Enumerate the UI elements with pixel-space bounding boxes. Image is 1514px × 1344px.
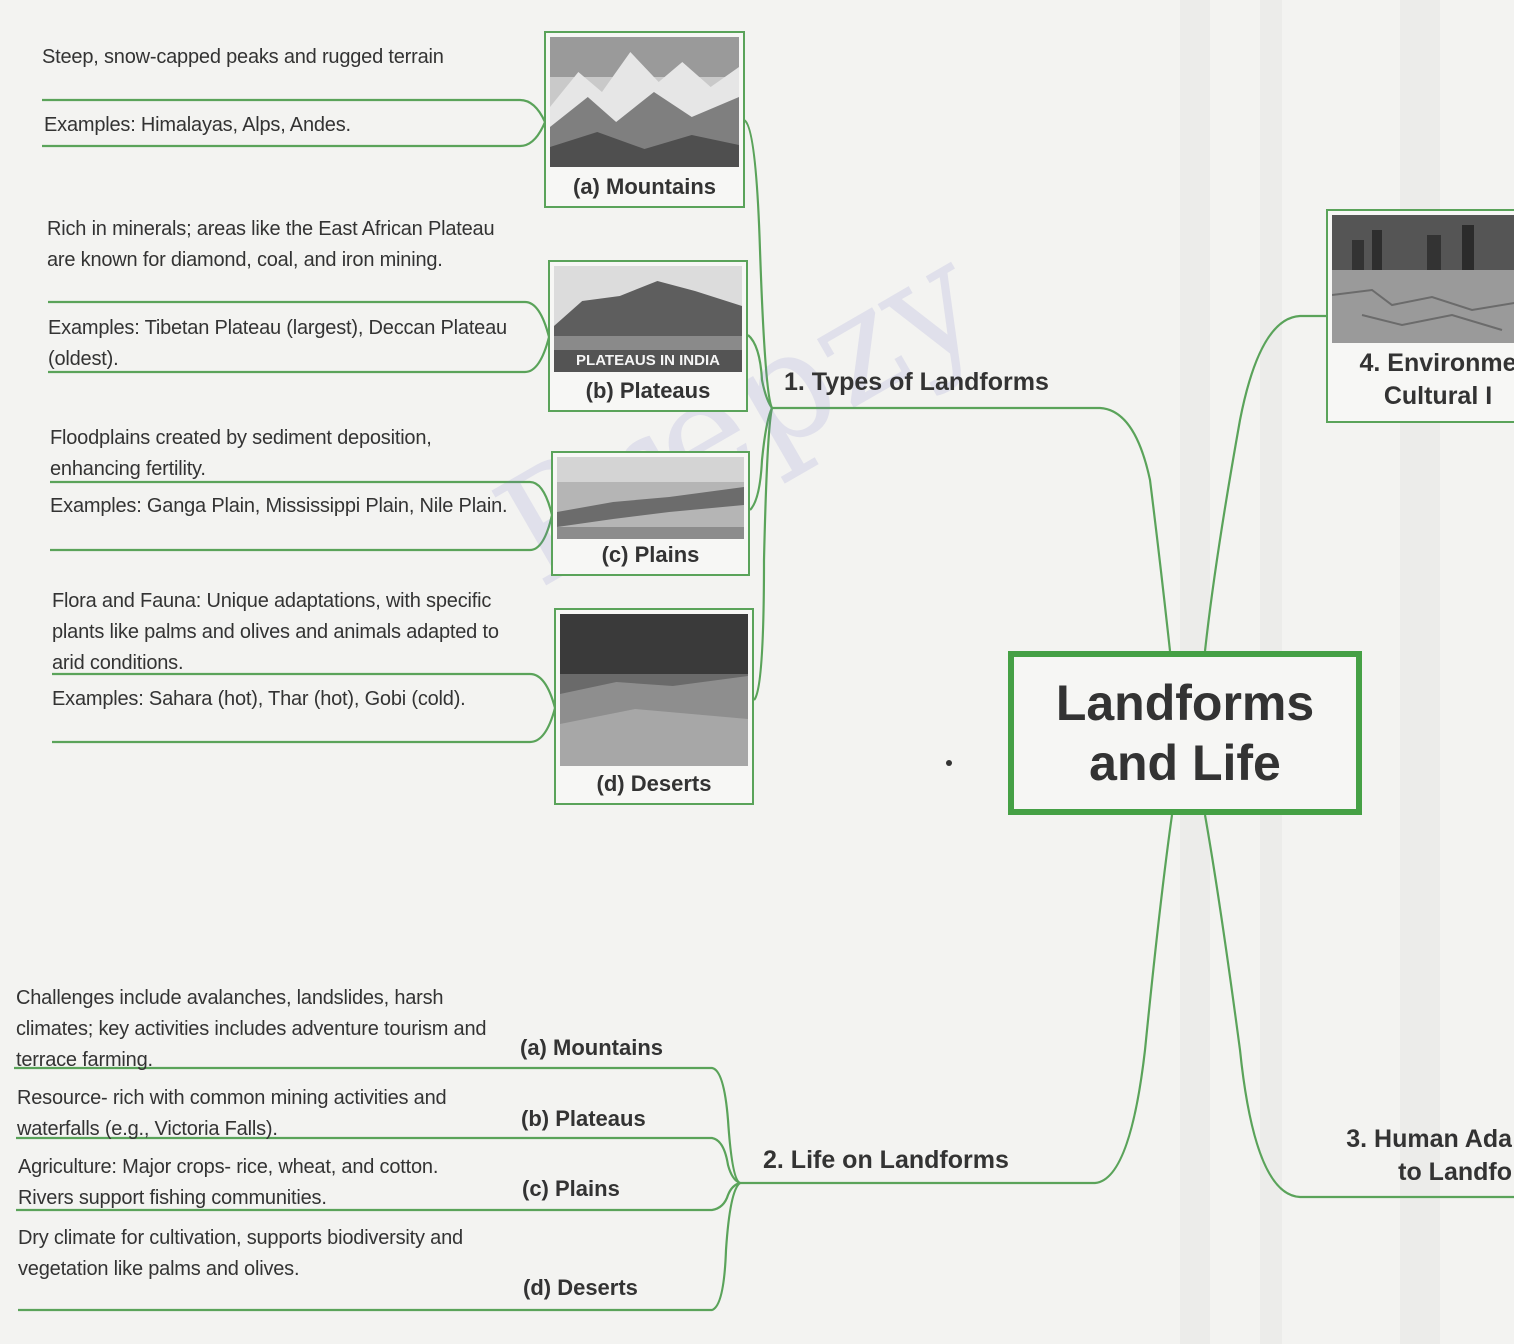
mountains-caption: (a) Mountains bbox=[573, 174, 716, 199]
plateaus-caption: (b) Plateaus bbox=[585, 378, 711, 403]
deserts-image-card: (d) Deserts bbox=[554, 608, 754, 805]
plateaus-examples: Examples: Tibetan Plateau (largest), Dec… bbox=[48, 317, 507, 370]
plains-photo bbox=[557, 457, 744, 539]
plateaus-photo: PLATEAUS IN INDIA bbox=[554, 266, 742, 372]
branch-life-on-landforms: 2. Life on Landforms bbox=[763, 1146, 1009, 1174]
central-title: Landforms and Life bbox=[1055, 675, 1315, 791]
environmental-caption-line2: Cultural I bbox=[1383, 382, 1493, 410]
mountains-description: Steep, snow-capped peaks and rugged terr… bbox=[42, 46, 444, 68]
mountains-photo bbox=[550, 37, 739, 167]
life-plateaus-label: (b) Plateaus bbox=[521, 1106, 646, 1131]
life-mountains-label: (a) Mountains bbox=[520, 1035, 663, 1060]
central-topic: Landforms and Life bbox=[1008, 651, 1362, 815]
life-deserts-note: Dry climate for cultivation, supports bi… bbox=[18, 1227, 463, 1280]
plateaus-image-card: PLATEAUS IN INDIA (b) Plateaus bbox=[548, 260, 748, 412]
mountains-image-card: (a) Mountains bbox=[544, 31, 745, 208]
plateaus-description: Rich in minerals; areas like the East Af… bbox=[47, 218, 495, 271]
stray-dot bbox=[946, 760, 952, 766]
environmental-caption-line1: 4. Environme bbox=[1359, 349, 1514, 377]
life-deserts-label: (d) Deserts bbox=[523, 1275, 638, 1300]
life-plateaus-note: Resource- rich with common mining activi… bbox=[17, 1087, 447, 1140]
deserts-examples: Examples: Sahara (hot), Thar (hot), Gobi… bbox=[52, 688, 466, 710]
life-plains-label: (c) Plains bbox=[522, 1176, 620, 1201]
life-plains-note: Agriculture: Major crops- rice, wheat, a… bbox=[18, 1156, 439, 1209]
plateaus-photo-label: PLATEAUS IN INDIA bbox=[554, 350, 742, 372]
plains-examples: Examples: Ganga Plain, Mississippi Plain… bbox=[50, 495, 508, 517]
environmental-photo bbox=[1331, 215, 1514, 343]
human-adaptation-line1: 3. Human Ada bbox=[1346, 1125, 1512, 1153]
plains-caption: (c) Plains bbox=[601, 542, 700, 567]
deserts-description: Flora and Fauna: Unique adaptations, wit… bbox=[52, 590, 499, 674]
deserts-caption: (d) Deserts bbox=[596, 771, 712, 796]
environmental-caption: 4. Environme Cultural I bbox=[1338, 347, 1514, 413]
human-adaptation-line2: to Landfo bbox=[1398, 1158, 1512, 1186]
branch-human-adaptation: 3. Human Ada to Landfo bbox=[1326, 1123, 1512, 1189]
plains-description: Floodplains created by sediment depositi… bbox=[50, 427, 432, 480]
life-mountains-note: Challenges include avalanches, landslide… bbox=[16, 987, 487, 1071]
mountains-examples: Examples: Himalayas, Alps, Andes. bbox=[44, 114, 351, 136]
branch-types-of-landforms: 1. Types of Landforms bbox=[784, 368, 1049, 396]
plains-image-card: (c) Plains bbox=[551, 451, 750, 576]
environmental-image-card: 4. Environme Cultural I bbox=[1326, 209, 1514, 423]
deserts-photo bbox=[560, 614, 748, 766]
